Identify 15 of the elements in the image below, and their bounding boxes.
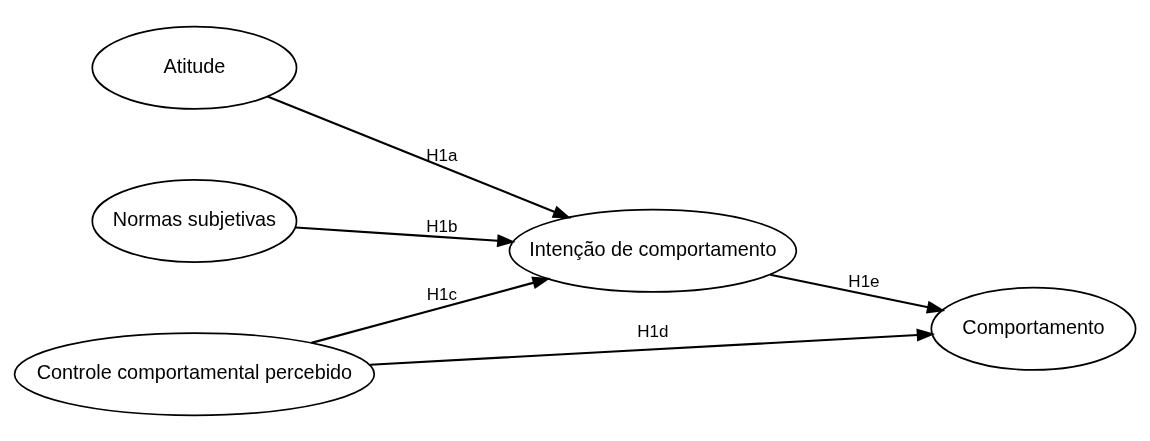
node-ellipse: Normas subjetivas: [91, 178, 298, 263]
arrow: [295, 225, 516, 247]
edge-label: H1e: [848, 271, 880, 291]
arrow: [311, 276, 551, 344]
edge-label: H1d: [637, 321, 669, 341]
edge-label: H1a: [426, 145, 458, 165]
edge-label: H1b: [426, 216, 458, 236]
node-ellipse: Intenção de comportamento: [508, 208, 798, 293]
arrow: [267, 95, 572, 219]
edge-label: H1c: [426, 284, 457, 304]
arrow: [370, 328, 936, 366]
node-ellipse: Controle comportamental percebido: [13, 331, 376, 416]
node-ellipse: Comportamento: [930, 286, 1137, 371]
arrow: [770, 273, 946, 313]
node-ellipse: Atitude: [91, 25, 298, 110]
